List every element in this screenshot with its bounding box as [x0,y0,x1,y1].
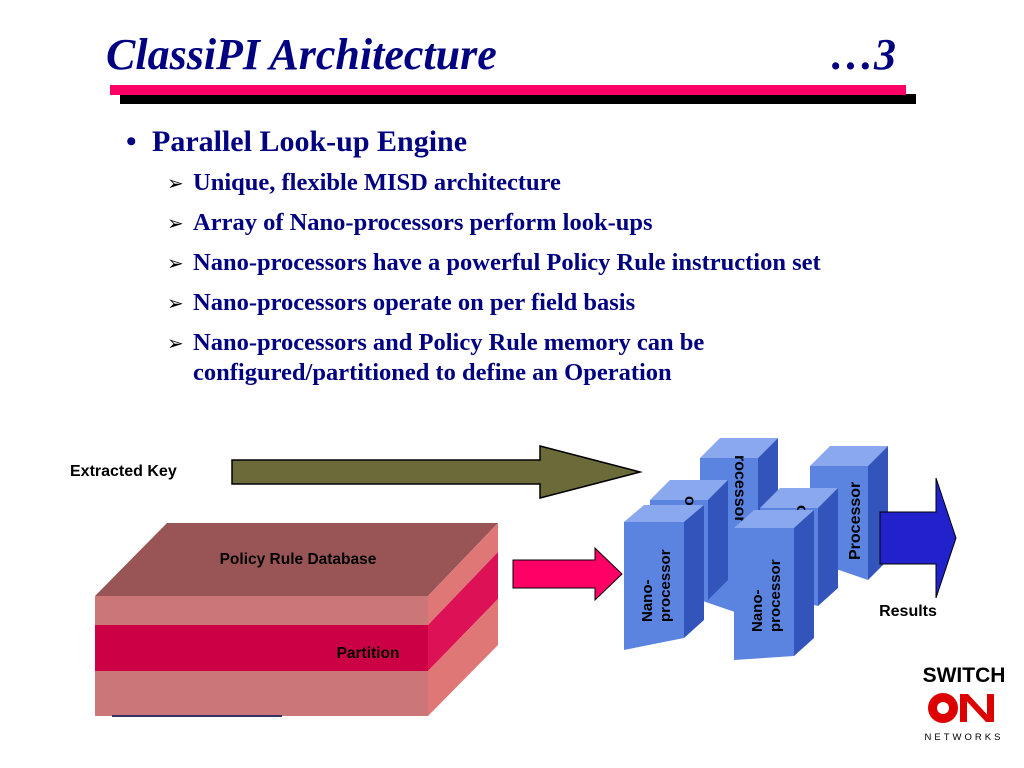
logo-switch-text: SWITCH [923,664,1006,687]
db-layer-partition [95,625,428,671]
logo-networks-text: NETWORKS [925,732,1004,743]
sub-bullet-text: Unique, flexible MISD architecture [193,169,561,196]
processor-label-line2: processor [767,559,784,632]
db-side-bottom [428,599,498,716]
db-layer-top [95,596,428,625]
sub-bullet: ➢ Unique, flexible MISD architecture [167,168,867,198]
slide-title: ClassiPI Architecture …3 [106,30,896,80]
processor-label-line1: Nano- [639,580,656,623]
processor-label: rocessor [731,455,748,523]
arrow-bullet-icon: ➢ [167,291,184,315]
logo-n-diagonal [960,694,994,722]
processor-label-line2: processor [657,549,674,622]
arrow-bullet-icon: ➢ [167,251,184,275]
results-label: Results [879,603,937,620]
sub-bullet-text: Array of Nano-processors perform look-up… [193,209,653,236]
db-side-top [428,523,498,625]
db-side-partition [428,552,498,671]
logo-n-stroke-left [960,694,967,722]
results-arrow [879,477,957,599]
sub-bullet-text: Nano-processors operate on per field bas… [193,289,636,316]
page-indicator: …3 [830,30,896,79]
sub-bullet: ➢ Nano-processors and Policy Rule memory … [167,328,867,388]
policy-rule-database: Policy Rule Database Partition [95,523,498,717]
processor-label: Processor [847,482,864,560]
nano-processor-front-left: Nano- processor [624,505,704,650]
bullet-dot-icon: • [126,125,137,158]
title-rule-shadow [120,94,916,104]
nano-processor-front-right: Nano- processor [734,510,814,660]
processor-label-line1: Nano- [749,590,766,633]
sub-bullet-text: Nano-processors have a powerful Policy R… [193,249,821,276]
database-label: Policy Rule Database [220,551,377,568]
arrow-bullet-icon: ➢ [167,171,184,195]
sub-bullet: ➢ Array of Nano-processors perform look-u… [167,208,867,238]
title-rule [110,85,906,95]
extracted-key-arrow [231,445,643,499]
logo-o-hole [937,702,949,714]
database-output-arrow [512,546,623,602]
company-logo: SWITCH NETWORKS [923,664,1006,743]
sub-bullet-list: ➢ Unique, flexible MISD architecture ➢ Arr… [167,168,867,398]
arrow-bullet-icon: ➢ [167,331,184,355]
main-bullet: • Parallel Look-up Engine [126,124,467,160]
db-top-face [95,523,498,596]
main-bullet-text: Parallel Look-up Engine [152,125,468,158]
partition-label: Partition [337,645,400,662]
title-text: ClassiPI Architecture [106,30,497,79]
sub-bullet: ➢ Nano-processors operate on per field ba… [167,288,867,318]
extracted-key-label: Extracted Key [70,463,177,480]
db-layer-bottom [95,671,428,716]
sub-bullet: ➢ Nano-processors have a powerful Policy … [167,248,867,278]
logo-n-stroke-right [987,694,994,722]
sub-bullet-text: Nano-processors and Policy Rule memory c… [193,329,705,386]
arrow-bullet-icon: ➢ [167,211,184,235]
